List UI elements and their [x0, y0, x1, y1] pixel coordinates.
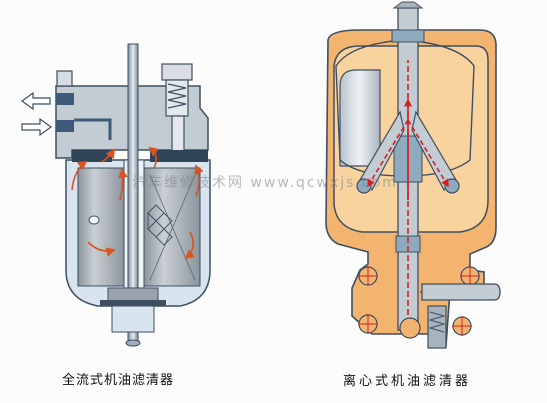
bypass-spring	[167, 83, 187, 109]
element-mesh	[147, 204, 173, 246]
outlet-passage	[56, 93, 74, 105]
centrifugal-filter	[325, 1, 501, 349]
nozzle-arm-right	[411, 110, 457, 191]
rotor-drum	[339, 69, 381, 167]
inflow-arrow	[21, 117, 53, 137]
element-hole	[88, 215, 100, 225]
seal-band-right	[150, 150, 208, 162]
seal-band-left	[72, 150, 112, 162]
bypass-valve-cap	[161, 63, 193, 81]
outflow-arrow	[20, 91, 51, 111]
oil-flow-arrows	[71, 146, 204, 260]
filter-element-left	[77, 167, 125, 287]
caption-centrifugal-filter: 离心式机油滤清器	[343, 374, 472, 389]
full-flow-filter	[20, 43, 211, 347]
plug-nut	[56, 70, 73, 87]
caption-full-flow-filter: 全流式机油滤清器	[62, 373, 175, 388]
nozzle-arm-left	[359, 110, 405, 191]
inlet-passage	[56, 120, 74, 132]
outlet-pipe	[421, 283, 501, 301]
